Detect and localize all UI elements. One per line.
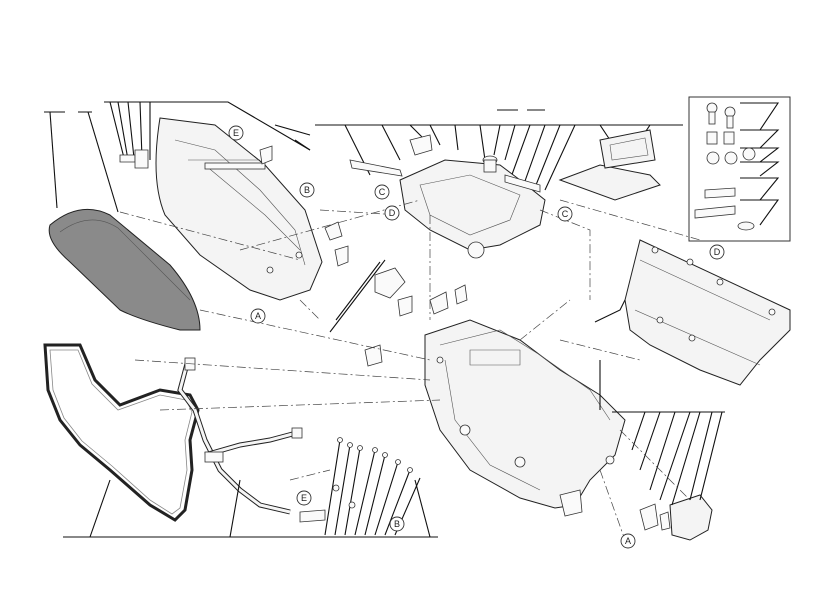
callout-B1: B — [299, 182, 315, 198]
callout-label: D — [389, 208, 396, 218]
callout-label: E — [301, 493, 307, 503]
latch-bracket-parts — [329, 259, 468, 367]
callout-label: B — [304, 185, 310, 195]
callout-E2: E — [296, 490, 312, 506]
alignment-lines — [119, 199, 701, 541]
callout-E1: E — [228, 125, 244, 141]
lower-main-case — [424, 319, 626, 517]
callout-A1: A — [250, 308, 266, 324]
callout-D1: D — [384, 205, 400, 221]
leader-lines-top-left — [44, 101, 311, 213]
callout-label: A — [255, 311, 261, 321]
hinge-bracket-part — [639, 494, 713, 541]
top-mechanism-assembly — [349, 134, 546, 259]
upper-left-case — [155, 117, 323, 301]
inset-parts-box — [688, 96, 791, 242]
callout-label: B — [394, 519, 400, 529]
callout-label: E — [233, 128, 239, 138]
callout-label: C — [379, 187, 386, 197]
callout-C2: C — [557, 206, 573, 222]
leader-lines-top-center — [315, 109, 683, 201]
tray-part — [558, 129, 661, 201]
callout-label: D — [714, 247, 721, 257]
callout-label: A — [625, 536, 631, 546]
callout-B2: B — [389, 516, 405, 532]
lid-cover-part — [48, 208, 201, 331]
upper-case-hardware — [119, 145, 349, 267]
seal-gasket-ring — [43, 343, 200, 522]
callout-C1: C — [374, 184, 390, 200]
screws-group — [324, 437, 421, 536]
leader-lines-right — [594, 299, 725, 506]
leader-lines-bottom — [63, 479, 438, 538]
callout-label: C — [562, 209, 569, 219]
callout-A2: A — [620, 533, 636, 549]
strap-cable-part — [177, 357, 326, 523]
callout-D2: D — [709, 244, 725, 260]
right-cover-panel — [624, 239, 791, 386]
